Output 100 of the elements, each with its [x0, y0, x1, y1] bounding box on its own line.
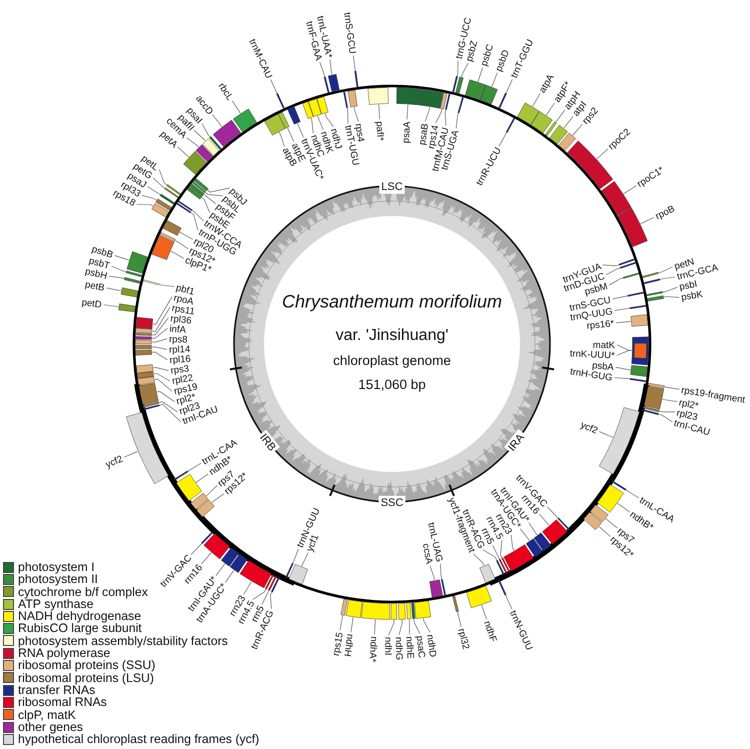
leader-line — [498, 132, 507, 146]
leader-line — [388, 620, 394, 636]
leader-line — [103, 304, 119, 308]
gene-label: ndhD — [424, 634, 438, 658]
leader-line — [606, 268, 620, 276]
legend-label: cytochrome b/f complex — [18, 586, 148, 598]
gene-segment — [346, 600, 362, 618]
gene-segment — [458, 97, 464, 114]
gene-segment — [152, 235, 174, 260]
leader-line — [152, 296, 172, 324]
leader-line — [662, 286, 678, 292]
gene-segment — [194, 178, 208, 192]
gene-segment — [278, 112, 290, 129]
gene-segment — [162, 220, 182, 236]
leader-line — [152, 352, 168, 360]
region-label: LSC — [381, 180, 403, 193]
gene-segment — [176, 474, 202, 502]
leader-line — [202, 123, 210, 137]
gene-segment — [137, 371, 154, 379]
leader-line — [659, 410, 676, 412]
leader-line — [136, 204, 154, 206]
leader-line — [605, 518, 618, 528]
gene-label: ndhG — [392, 636, 404, 660]
leader-line — [114, 255, 130, 260]
legend-label: clpP, matK — [18, 708, 76, 721]
gene-segment — [204, 533, 230, 560]
leader-line — [287, 128, 294, 142]
legend-label: transfer RNAs — [18, 684, 96, 696]
leader-line — [481, 604, 487, 620]
gene-segment — [138, 376, 155, 386]
leader-line — [556, 110, 566, 122]
gene-segment — [630, 378, 646, 382]
leader-line — [430, 565, 435, 580]
leader-line — [423, 618, 431, 633]
legend-label: RubisCO large subunit — [18, 622, 142, 635]
leader-line — [186, 137, 199, 148]
leader-line — [252, 589, 266, 600]
leader-line — [106, 288, 122, 292]
leader-line — [616, 366, 631, 370]
leader-line — [346, 108, 348, 124]
gene-segment — [202, 138, 220, 156]
leader-line — [243, 581, 252, 595]
gene-segment — [601, 181, 632, 216]
gene-segment — [642, 409, 659, 416]
species-name: Chrysanthemum morifolium — [282, 292, 502, 312]
gene-segment — [558, 132, 576, 151]
gene-segment — [230, 554, 248, 573]
gene-segment — [498, 92, 507, 108]
leader-line — [602, 264, 619, 266]
legend-label: ribosomal RNAs — [18, 696, 107, 709]
gene-segment — [233, 108, 257, 132]
legend-label: hypothetical chloroplast reading frames (ycf) — [18, 733, 260, 746]
gene-segment — [135, 350, 152, 356]
leader-line — [192, 210, 204, 222]
leader-line — [617, 503, 630, 512]
leader-line — [159, 284, 175, 287]
leader-line — [111, 266, 126, 272]
gene-segment — [634, 343, 647, 359]
gene-segment — [354, 70, 358, 88]
legend-label: other genes — [18, 720, 83, 734]
leader-line — [398, 620, 403, 636]
gene-segment — [288, 564, 308, 584]
gene-segment — [152, 203, 170, 218]
leader-line — [456, 113, 459, 129]
leader-line — [154, 373, 170, 382]
leader-line — [424, 106, 430, 122]
gene-segment — [414, 600, 432, 619]
gene-segment — [480, 84, 498, 104]
leader-line — [212, 493, 224, 503]
genome-type-label: chloroplast genome — [333, 353, 451, 369]
gene-segment — [135, 333, 152, 336]
genome-size-label: 151,060 bp — [358, 377, 426, 393]
variety-name: var. 'Jinsihuang' — [336, 326, 448, 346]
leader-line — [598, 526, 611, 537]
leader-line — [142, 195, 157, 200]
gene-segment — [618, 258, 635, 266]
gene-segment — [143, 280, 160, 286]
leader-line — [435, 108, 442, 124]
leader-line — [160, 404, 182, 422]
leader-line — [456, 60, 458, 76]
leader-line — [547, 506, 558, 518]
gene-segment — [504, 544, 534, 572]
gene-segment — [646, 291, 663, 296]
leader-line — [378, 104, 380, 120]
gene-segment — [648, 383, 665, 388]
gene-segment — [526, 538, 543, 558]
leader-line — [640, 217, 654, 224]
leader-line — [478, 67, 483, 82]
leader-line — [472, 554, 484, 566]
leader-line — [154, 378, 172, 392]
leader-line — [354, 106, 359, 122]
gene-segment — [124, 277, 140, 284]
gene-label: rpl16 — [169, 354, 192, 366]
leader-line — [492, 72, 498, 87]
gene-segment — [620, 262, 636, 269]
leader-line — [528, 522, 538, 536]
gene-segment — [644, 278, 660, 284]
legend-label: photosystem I — [18, 561, 95, 574]
leader-line — [178, 146, 190, 158]
leader-line — [658, 266, 673, 274]
